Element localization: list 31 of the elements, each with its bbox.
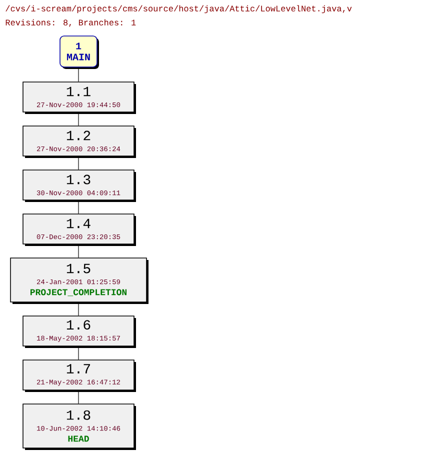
- revision-box: [22, 404, 136, 450]
- revision-summary: Revisions: 8, Branches: 1: [6, 19, 136, 27]
- revision-box: [22, 82, 136, 114]
- revision-number: 1.8: [66, 410, 90, 420]
- revision-box: [10, 258, 148, 304]
- tag-name: HEAD: [68, 436, 89, 442]
- branch-number: 1: [76, 42, 82, 50]
- connector-line: [78, 302, 79, 316]
- revision-number: 1.7: [66, 364, 90, 374]
- revision-box: [22, 214, 136, 246]
- file-path-title: /cvs/i-scream/projects/cms/source/host/java/Attic/LowLevelNet.java,v: [6, 5, 352, 14]
- revision-number: 1.3: [66, 174, 90, 184]
- revision-number: 1.1: [66, 86, 90, 96]
- revision-number: 1.5: [66, 264, 90, 274]
- connector-line: [78, 156, 79, 170]
- revision-box: [22, 360, 136, 392]
- revision-box: [22, 316, 136, 348]
- branch-box: [60, 36, 99, 69]
- connector-line: [78, 112, 79, 126]
- connector-line: [78, 346, 79, 360]
- revision-box: [22, 170, 136, 202]
- tag-name: PROJECT_COMPLETION: [30, 289, 126, 296]
- connector-line: [78, 200, 79, 214]
- revision-number: 1.2: [66, 130, 90, 140]
- connector-line: [78, 67, 79, 82]
- connector-line: [78, 244, 79, 258]
- connector-line: [78, 390, 79, 404]
- revision-number: 1.6: [66, 320, 90, 330]
- branch-name: MAIN: [66, 54, 90, 60]
- revision-number: 1.4: [66, 218, 90, 228]
- revision-box: [22, 126, 136, 158]
